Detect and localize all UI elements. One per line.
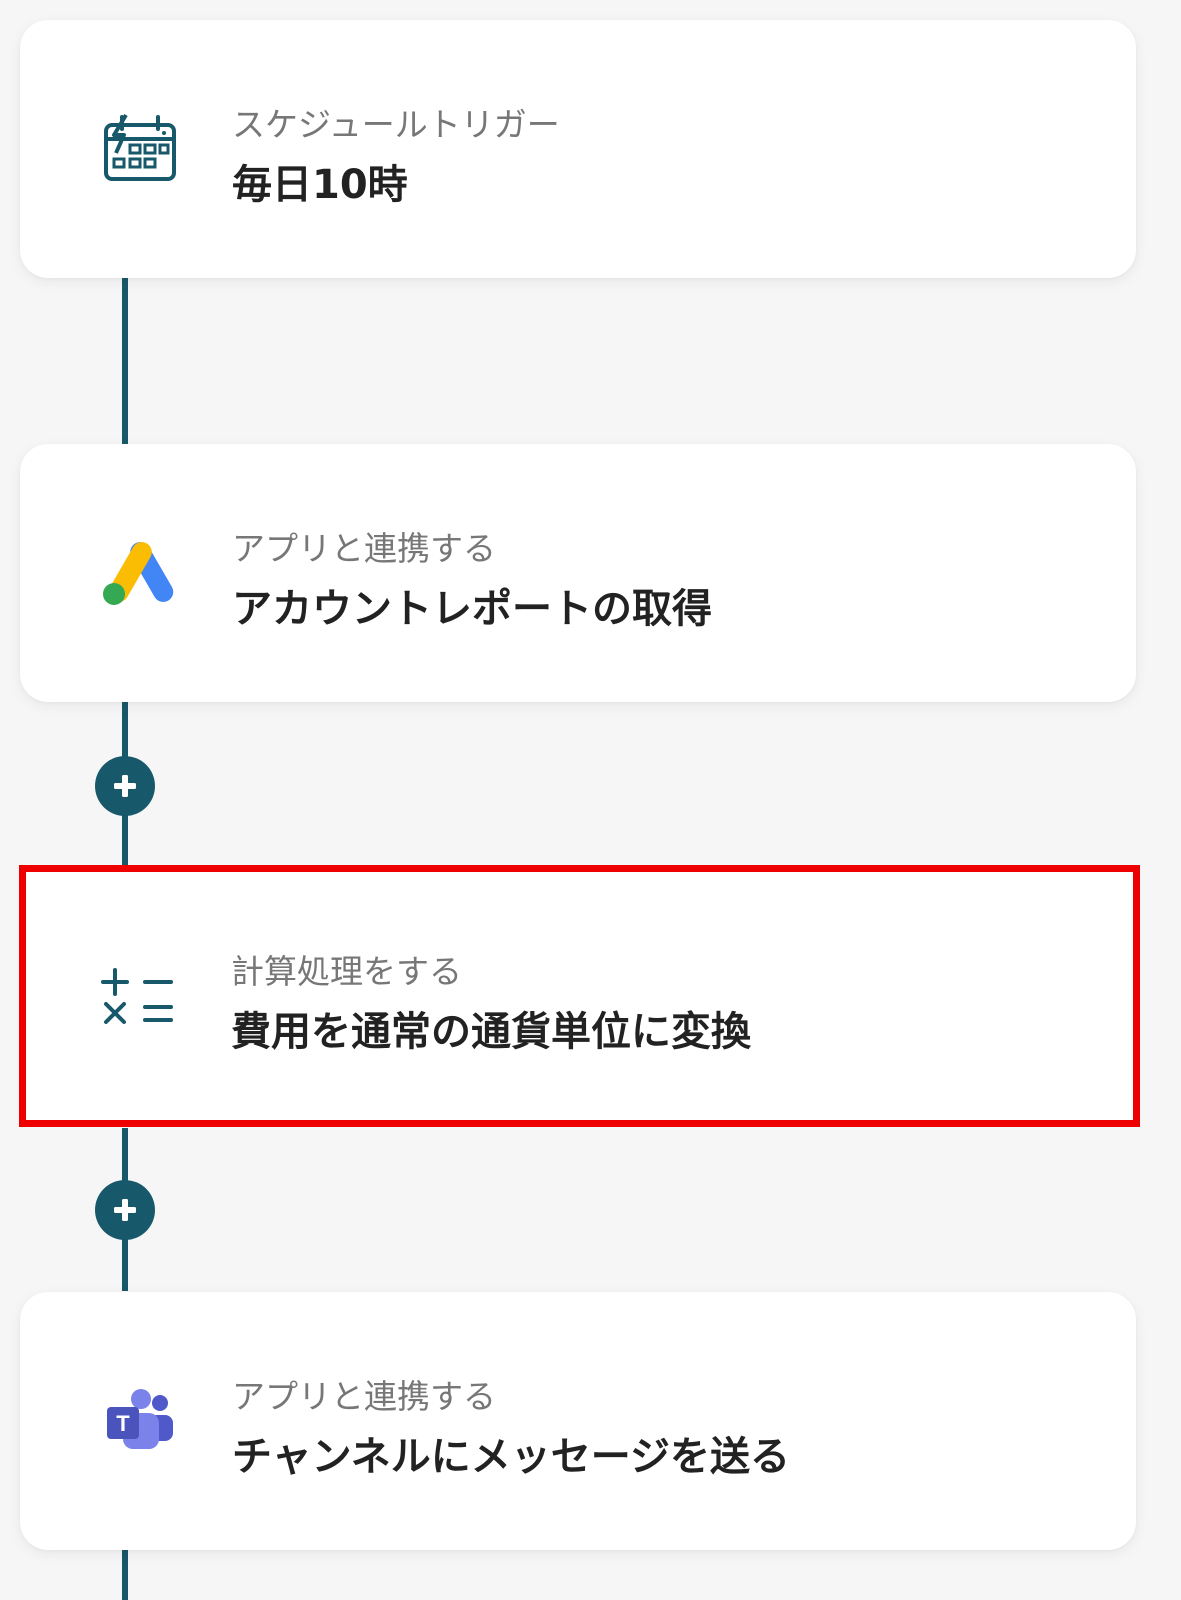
connector-line [122, 1550, 128, 1600]
step-card-account-report[interactable]: アプリと連携する アカウントレポートの取得 [20, 444, 1136, 702]
step-icon [89, 946, 189, 1046]
step-type-label: 計算処理をする [231, 952, 462, 991]
step-type-label: アプリと連携する [232, 529, 496, 568]
google-ads-icon [103, 542, 174, 605]
step-title: 毎日10時 [232, 162, 408, 208]
connector-line [122, 278, 128, 444]
step-title: アカウントレポートの取得 [232, 586, 712, 632]
step-type-label: アプリと連携する [232, 1377, 496, 1416]
svg-text:T: T [116, 1411, 130, 1436]
calculation-icon [101, 968, 173, 1024]
step-card-calculation[interactable]: 計算処理をする 費用を通常の通貨単位に変換 [19, 865, 1140, 1127]
step-icon [90, 523, 190, 623]
microsoft-teams-icon: T [107, 1389, 173, 1449]
plus-icon [114, 1199, 136, 1221]
schedule-calendar-icon [104, 113, 176, 181]
add-step-button[interactable] [95, 756, 155, 816]
step-card-schedule-trigger[interactable]: スケジュールトリガー 毎日10時 [20, 20, 1136, 278]
plus-icon [114, 775, 136, 797]
step-title: チャンネルにメッセージを送る [232, 1434, 790, 1480]
step-type-label: スケジュールトリガー [232, 105, 560, 144]
add-step-button[interactable] [95, 1180, 155, 1240]
step-icon [90, 99, 190, 199]
step-icon: T [90, 1371, 190, 1471]
step-card-send-message[interactable]: T アプリと連携する チャンネルにメッセージを送る [20, 1292, 1136, 1550]
step-title: 費用を通常の通貨単位に変換 [231, 1009, 751, 1055]
